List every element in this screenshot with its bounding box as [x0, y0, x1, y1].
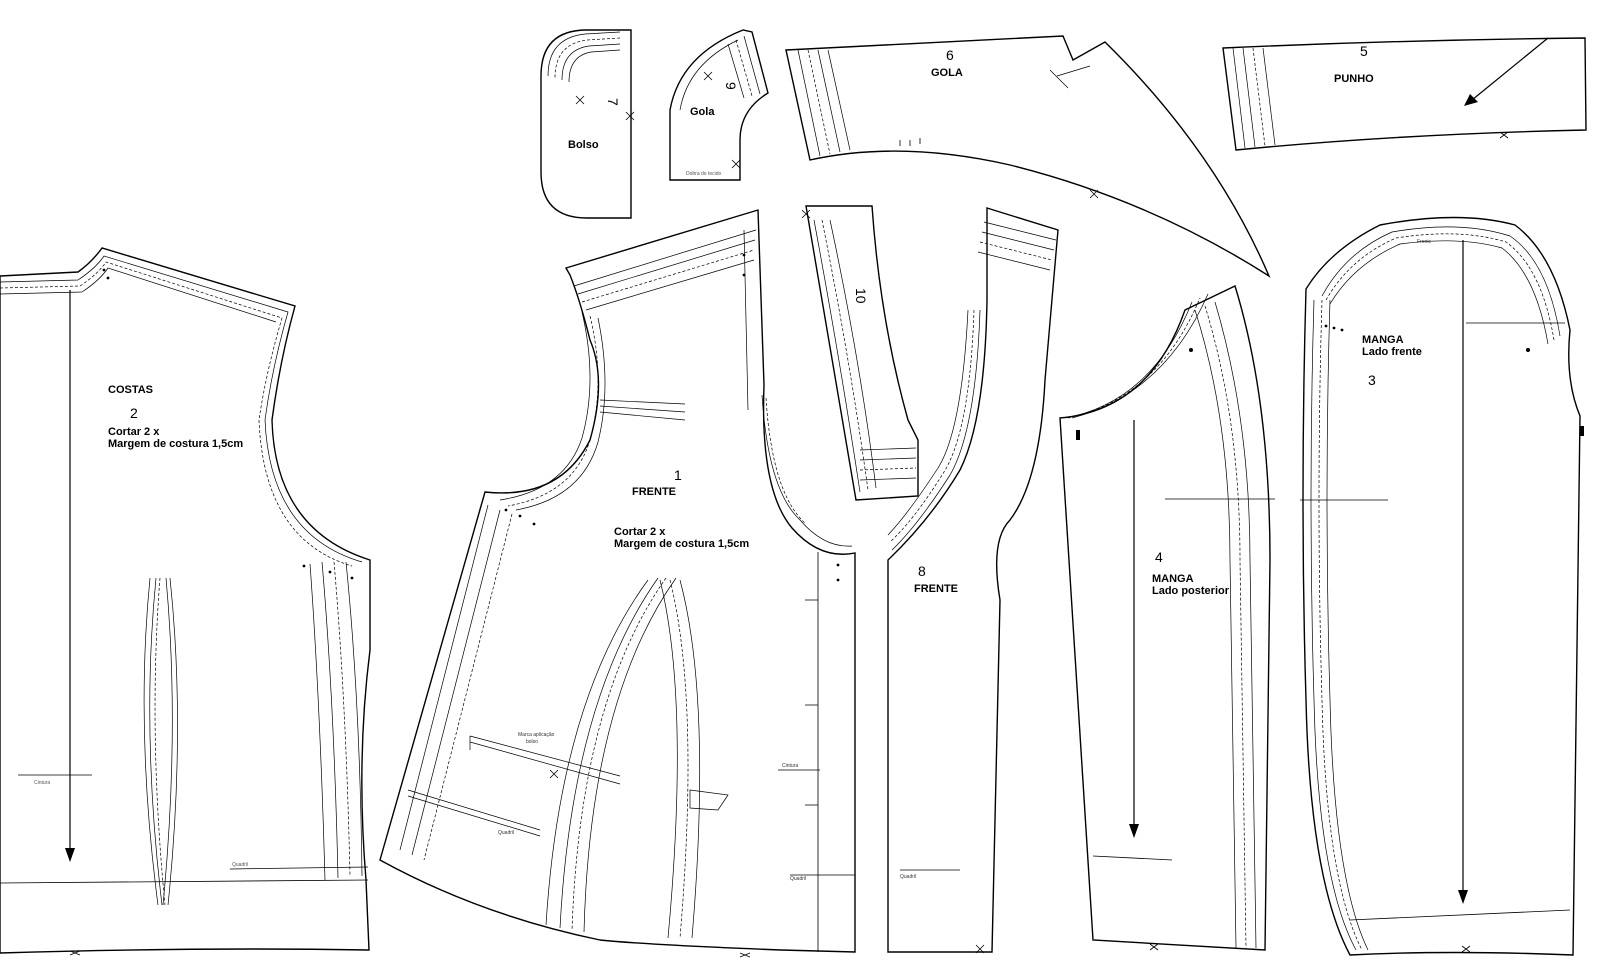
frente-waist-label: Cintura	[782, 763, 798, 769]
frente-8-number: 8	[918, 563, 926, 579]
gola-small-number: 9	[723, 82, 739, 90]
manga-posterior-title: MANGA	[1152, 573, 1194, 585]
manga-frente-subtitle: Lado frente	[1362, 346, 1422, 358]
piece-punho: 5 PUNHO	[1222, 37, 1587, 151]
costas-number: 2	[130, 405, 138, 421]
gola-number: 6	[946, 47, 954, 63]
bolso-number: 7	[605, 98, 621, 106]
frente-pocket-mark-2: bolso	[526, 739, 538, 745]
punho-title: PUNHO	[1334, 73, 1374, 85]
piece-vista: 10	[801, 205, 919, 501]
manga-frente-number: 3	[1368, 372, 1376, 388]
frente-hip-label: Quadril	[498, 830, 514, 836]
piece-manga-posterior: 4 MANGA Lado posterior	[1059, 285, 1275, 951]
costas-seam-allowance: Margem de costura 1,5cm	[108, 438, 243, 450]
piece-manga-frente: Frente MANGA Lado frente 3	[1300, 216, 1584, 956]
frente-hip-side-label: Quadril	[790, 876, 806, 882]
costas-cut-instruction: Cortar 2 x	[108, 426, 160, 438]
piece-gola: 6 GOLA	[785, 35, 1271, 278]
frente-pocket-mark-1: Marca aplicação	[518, 732, 555, 738]
frente-number: 1	[674, 467, 682, 483]
piece-frente: 1 FRENTE Cortar 2 x Margem de costura 1,…	[379, 209, 856, 958]
costas-hip-label: Quadril	[232, 862, 248, 868]
piece-frente-8: 8 FRENTE Quadril	[887, 207, 1059, 954]
costas-title: COSTAS	[108, 384, 153, 396]
manga-frente-top-label: Frente	[1417, 239, 1432, 245]
piece-costas: COSTAS 2 Cortar 2 x Margem de costura 1,…	[0, 247, 371, 956]
gola-title: GOLA	[931, 67, 963, 79]
manga-posterior-subtitle: Lado posterior	[1152, 585, 1230, 597]
piece-bolso: 7 Bolso	[540, 29, 635, 219]
frente-8-hip-label: Quadril	[900, 874, 916, 880]
manga-frente-title: MANGA	[1362, 334, 1404, 346]
costas-waist-label: Cintura	[34, 780, 50, 786]
gola-small-fold-label: Dobra do tecido	[686, 171, 722, 177]
frente-cut-instruction: Cortar 2 x	[614, 526, 666, 538]
frente-title: FRENTE	[632, 486, 676, 498]
piece-gola-small: 9 Gola Dobra do tecido	[669, 29, 769, 181]
punho-number: 5	[1360, 43, 1368, 59]
bolso-title: Bolso	[568, 139, 599, 151]
manga-posterior-number: 4	[1155, 549, 1163, 565]
frente-seam-allowance: Margem de costura 1,5cm	[614, 538, 749, 550]
vista-number: 10	[853, 288, 869, 304]
gola-small-title: Gola	[690, 106, 715, 118]
frente-8-title: FRENTE	[914, 583, 958, 595]
